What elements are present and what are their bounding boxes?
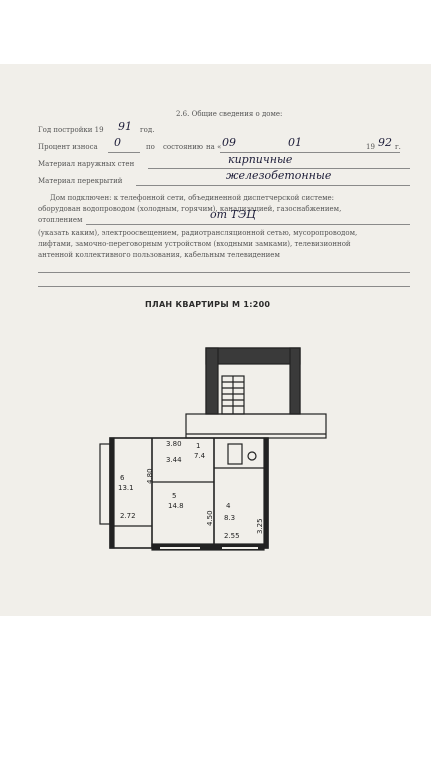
wear-end: г. <box>395 143 401 151</box>
document-page: 2.6. Общие сведения о доме: Год постройк… <box>0 64 431 616</box>
dim-3-80: 3.80 <box>166 440 182 448</box>
wear-year: 92 <box>378 136 392 149</box>
built-year: 91 <box>118 120 132 133</box>
walls-label: Материал наружных стен <box>38 160 135 168</box>
floors-value: железобетонные <box>226 169 332 182</box>
wear-value-rule <box>108 152 140 153</box>
blank-rule-1 <box>38 272 410 273</box>
section-heading: 2.6. Общие сведения о доме: <box>176 110 283 118</box>
dim-2-55: 2.55 <box>224 532 240 540</box>
balcony <box>99 443 111 525</box>
wear-value: 0 <box>114 136 121 149</box>
apartment-outline <box>109 437 269 549</box>
floors-rule <box>136 185 410 186</box>
room-5-area: 14.8 <box>168 502 184 510</box>
room-6-number: 6 <box>120 474 125 482</box>
dim-3-25: 3.25 <box>256 518 264 534</box>
stair-block-top-wall <box>205 347 301 365</box>
stair-block-right-wall <box>289 347 301 415</box>
room-5-number: 5 <box>172 492 177 500</box>
equipment-line-4: (указать каким), электроосвещением, ради… <box>38 229 358 237</box>
sink <box>247 451 257 461</box>
stair-block-left-wall <box>205 347 219 415</box>
wear-by: по <box>146 143 155 151</box>
room-4-area: 8.3 <box>224 514 236 522</box>
room-1-number: 1 <box>196 442 201 450</box>
wear-month: 01 <box>288 136 302 149</box>
wear-on: на « <box>206 143 222 151</box>
floors-label: Материал перекрытий <box>38 177 123 185</box>
heating-rule <box>86 224 410 225</box>
equipment-line-6: антенной коллективного пользования, кабе… <box>38 251 280 259</box>
blank-rule-2 <box>38 286 410 287</box>
built-suffix: год. <box>140 126 155 134</box>
equipment-line-5: лифтами, замочно-переговорным устройство… <box>38 240 351 248</box>
plan-title: ПЛАН КВАРТИРЫ М 1:200 <box>145 300 271 309</box>
room-4-number: 4 <box>226 502 231 510</box>
wear-year-prefix: 19 <box>366 143 375 151</box>
dim-3-44: 3.44 <box>166 456 182 464</box>
walls-rule <box>148 168 410 169</box>
equipment-line-1: Дом подключен: к телефонной сети, объеди… <box>50 194 335 202</box>
equipment-line-2: оборудован водопроводом (холодным, горяч… <box>38 205 342 213</box>
room-6-area: 13.1 <box>118 484 134 492</box>
wear-day: 09 <box>222 136 236 149</box>
dim-4-50: 4.50 <box>206 510 214 526</box>
equipment-line-3: отоплением <box>38 216 83 224</box>
wear-date-rule <box>220 152 400 153</box>
floor-plan <box>99 347 327 551</box>
walls-value: кирпичные <box>228 153 293 166</box>
wear-label: Процент износа <box>38 143 98 151</box>
built-label: Год постройки 19 <box>38 126 104 134</box>
bathtub <box>227 443 243 465</box>
dim-2-72: 2.72 <box>120 512 136 520</box>
dim-4-80: 4.80 <box>146 468 154 484</box>
wear-state-label: состоянию <box>163 143 203 151</box>
room-1-area: 7.4 <box>194 452 206 460</box>
heating-value: от ТЭЦ <box>210 208 256 221</box>
